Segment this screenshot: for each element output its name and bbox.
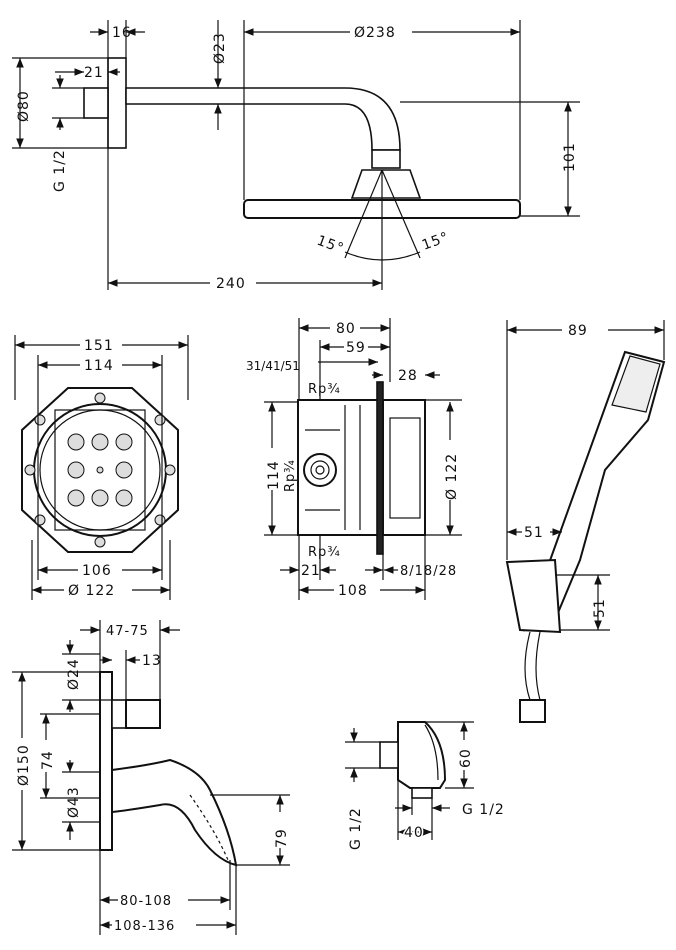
hose-nut	[519, 699, 546, 723]
dim-inlet-thread: G 1/2	[348, 807, 364, 850]
dim-tilt-right: 15°	[420, 229, 452, 254]
head-cone	[350, 169, 422, 199]
dim-outlet-thread: G 1/2	[462, 802, 505, 818]
dim-tilt-left: 15°	[315, 233, 347, 258]
dim-depth-inner: 59	[346, 340, 366, 356]
rosette	[99, 671, 113, 851]
dim-thread: G 1/2	[52, 149, 68, 192]
thread-bottom: Rp¾	[308, 545, 341, 560]
nipple	[83, 87, 109, 119]
box-cover	[382, 399, 426, 536]
dim-holder-height: 51	[592, 598, 608, 618]
overhead-shower-view: 16 Ø238 Ø23 21 Ø80 G 1/2 101 15° 15° 240	[12, 20, 580, 292]
install-box-side-view: 80 59 31/41/51 28 Rp¾ 114 Rp¾ Ø 122 Rp¾ …	[246, 318, 462, 600]
dim-holder-offset: 51	[524, 525, 544, 541]
dim-width: 40	[404, 825, 424, 841]
install-box-front-view: 151 114 106 Ø 122	[14, 335, 189, 600]
dim-diameter: Ø 122	[68, 583, 115, 599]
dim-head-drop: 101	[562, 142, 578, 172]
dim-extension-range: 8/18/28	[400, 564, 457, 579]
dim-width: 89	[568, 323, 588, 339]
box-body	[297, 399, 379, 536]
dim-handle-diameter: Ø43	[66, 786, 82, 818]
dim-lever-range-1: 80-108	[120, 894, 172, 909]
mixer-view: 47-75 Ø24 13 Ø150 74 Ø43 79 80-108 108-1…	[12, 620, 290, 935]
dim-arm-projection: 240	[216, 276, 246, 292]
dim-flange-depth: 16	[112, 25, 132, 41]
dim-inner-width: 114	[84, 358, 114, 374]
dim-offset: 21	[301, 563, 321, 579]
dim-spacing: 74	[40, 750, 56, 770]
dim-height: 114	[266, 460, 282, 490]
dim-lever-range-2: 108-136	[114, 919, 175, 934]
dim-rosette-diameter: Ø150	[16, 744, 32, 786]
shower-arm	[125, 87, 401, 151]
dim-height: 60	[458, 748, 474, 768]
mixer-lever	[111, 758, 238, 867]
dim-plaster-range: 31/41/51	[246, 359, 300, 373]
wall-outlet-view: G 1/2 60 G 1/2 40	[345, 721, 505, 850]
dim-projection-range: 47-75	[106, 624, 149, 639]
dim-depth: 80	[336, 321, 356, 337]
dim-flange-diameter: Ø80	[16, 90, 32, 122]
holder	[505, 558, 562, 634]
dim-lever-height: 79	[274, 828, 290, 848]
dim-arm-diameter: Ø23	[212, 32, 228, 64]
dim-total-depth: 108	[338, 583, 368, 599]
dim-head-diameter: Ø238	[354, 25, 396, 41]
diverter-knob	[125, 699, 161, 729]
dim-cover-depth: 28	[398, 368, 418, 384]
hand-shower-view: 89 51 51	[505, 320, 666, 723]
dim-outer-width: 151	[84, 338, 114, 354]
box-octagon	[21, 387, 179, 553]
thread-side: Rp¾	[283, 459, 298, 492]
dim-spigot-length: 13	[142, 653, 162, 669]
dim-diameter-side: Ø 122	[444, 453, 460, 500]
dim-bottom-width: 106	[82, 563, 112, 579]
dim-escutcheon-spigot: Ø24	[66, 658, 82, 690]
thread-top: Rp¾	[308, 382, 341, 397]
dim-nipple-length: 21	[84, 65, 104, 81]
